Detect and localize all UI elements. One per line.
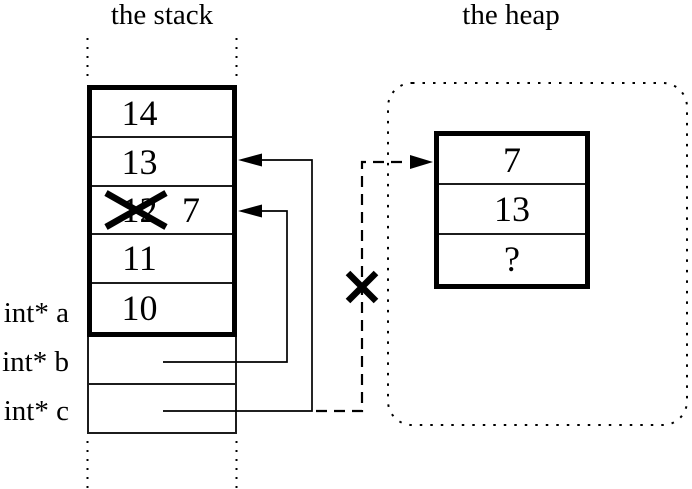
heap-cell: ? [439,235,585,284]
pointer-label-c: int* c [3,395,69,427]
pointer-slot-b [89,337,235,385]
stack-cell-value: 11 [122,238,157,279]
pointer-label-b: int* b [2,346,69,378]
heap-cell-value: ? [504,239,520,280]
stack-cell-overwritten: 12 7 [92,187,232,236]
stack-title: the stack [110,0,214,31]
stack-cell-value: 13 [121,141,158,182]
stack-box: 14 13 12 7 11 10 [87,85,237,337]
dangling-pointer-dashed-line [316,160,408,413]
dangling-pointer-arrowhead [410,155,433,169]
pointer-label-a: int* a [3,297,69,329]
pointer-arrowhead-c [238,153,262,167]
stack-cell-value: 10 [121,287,158,328]
heap-cell-value: 7 [503,139,521,180]
x-mark-icon [345,270,379,304]
stack-cell: 11 [92,235,232,284]
heap-box: 7 13 ? [434,131,590,289]
heap-cell: 13 [439,185,585,235]
heap-title: the heap [462,0,560,31]
stack-cell: 10 [92,284,232,332]
pointer-variable-slots [87,337,237,434]
heap-cell-value: 13 [494,188,530,229]
stack-cell: 13 [92,138,232,187]
pointer-slot-c [89,385,235,433]
stack-cell-value: 14 [121,93,158,134]
pointer-arrowhead-b [238,204,262,218]
heap-cell: 7 [439,136,585,186]
stack-cell: 14 [92,90,232,139]
stack-cell-new-value: 7 [182,189,200,230]
